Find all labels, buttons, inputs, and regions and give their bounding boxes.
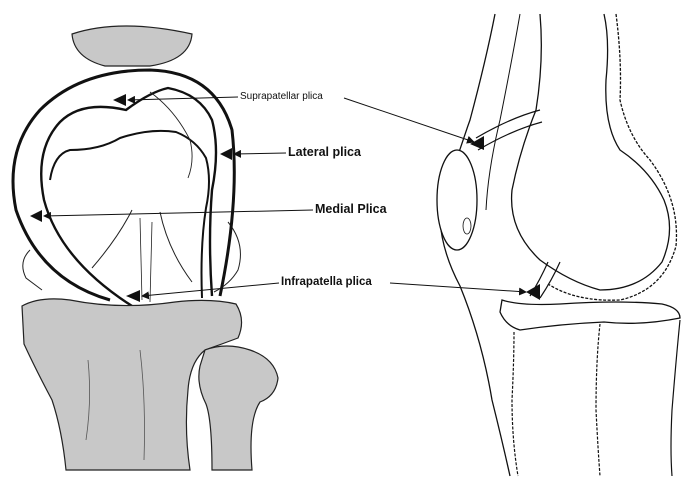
leader-suprapatellar-right [344, 98, 474, 142]
leader-infrapatella-right [390, 283, 526, 292]
infrapatella-marker-right [526, 284, 540, 300]
leader-lateral [234, 153, 286, 154]
femur-inner-line [140, 218, 152, 302]
patella-lateral [437, 150, 477, 250]
label-infrapatella-plica: Infrapatella plica [281, 276, 372, 288]
label-medial-plica: Medial Plica [315, 202, 387, 216]
anterior-knee-view [13, 26, 278, 470]
femur-cartilage [548, 14, 676, 300]
capsule-inner-loop [41, 88, 216, 306]
fibula-shape [199, 346, 278, 470]
lateral-marker [220, 148, 232, 160]
patella-shape [72, 26, 192, 66]
suprapatellar-fold [150, 92, 192, 178]
suprapatellar-marker [113, 94, 126, 106]
femur-anterior-line-2 [486, 14, 520, 210]
femur-notch [92, 210, 192, 282]
tibia-lateral-shaft [512, 324, 600, 476]
infrapatella-marker-left [126, 290, 140, 302]
medial-marker [30, 210, 42, 222]
leader-medial [44, 210, 313, 216]
tibia-lateral [500, 300, 680, 330]
tibia-lateral-shaft-outer [671, 320, 680, 476]
label-lateral-plica: Lateral plica [288, 145, 361, 159]
femur-shaft-right [512, 14, 670, 290]
suprapatellar-band [476, 110, 542, 150]
label-suprapatellar-plica: Suprapatellar plica [240, 91, 323, 102]
lateral-knee-view [437, 14, 680, 476]
